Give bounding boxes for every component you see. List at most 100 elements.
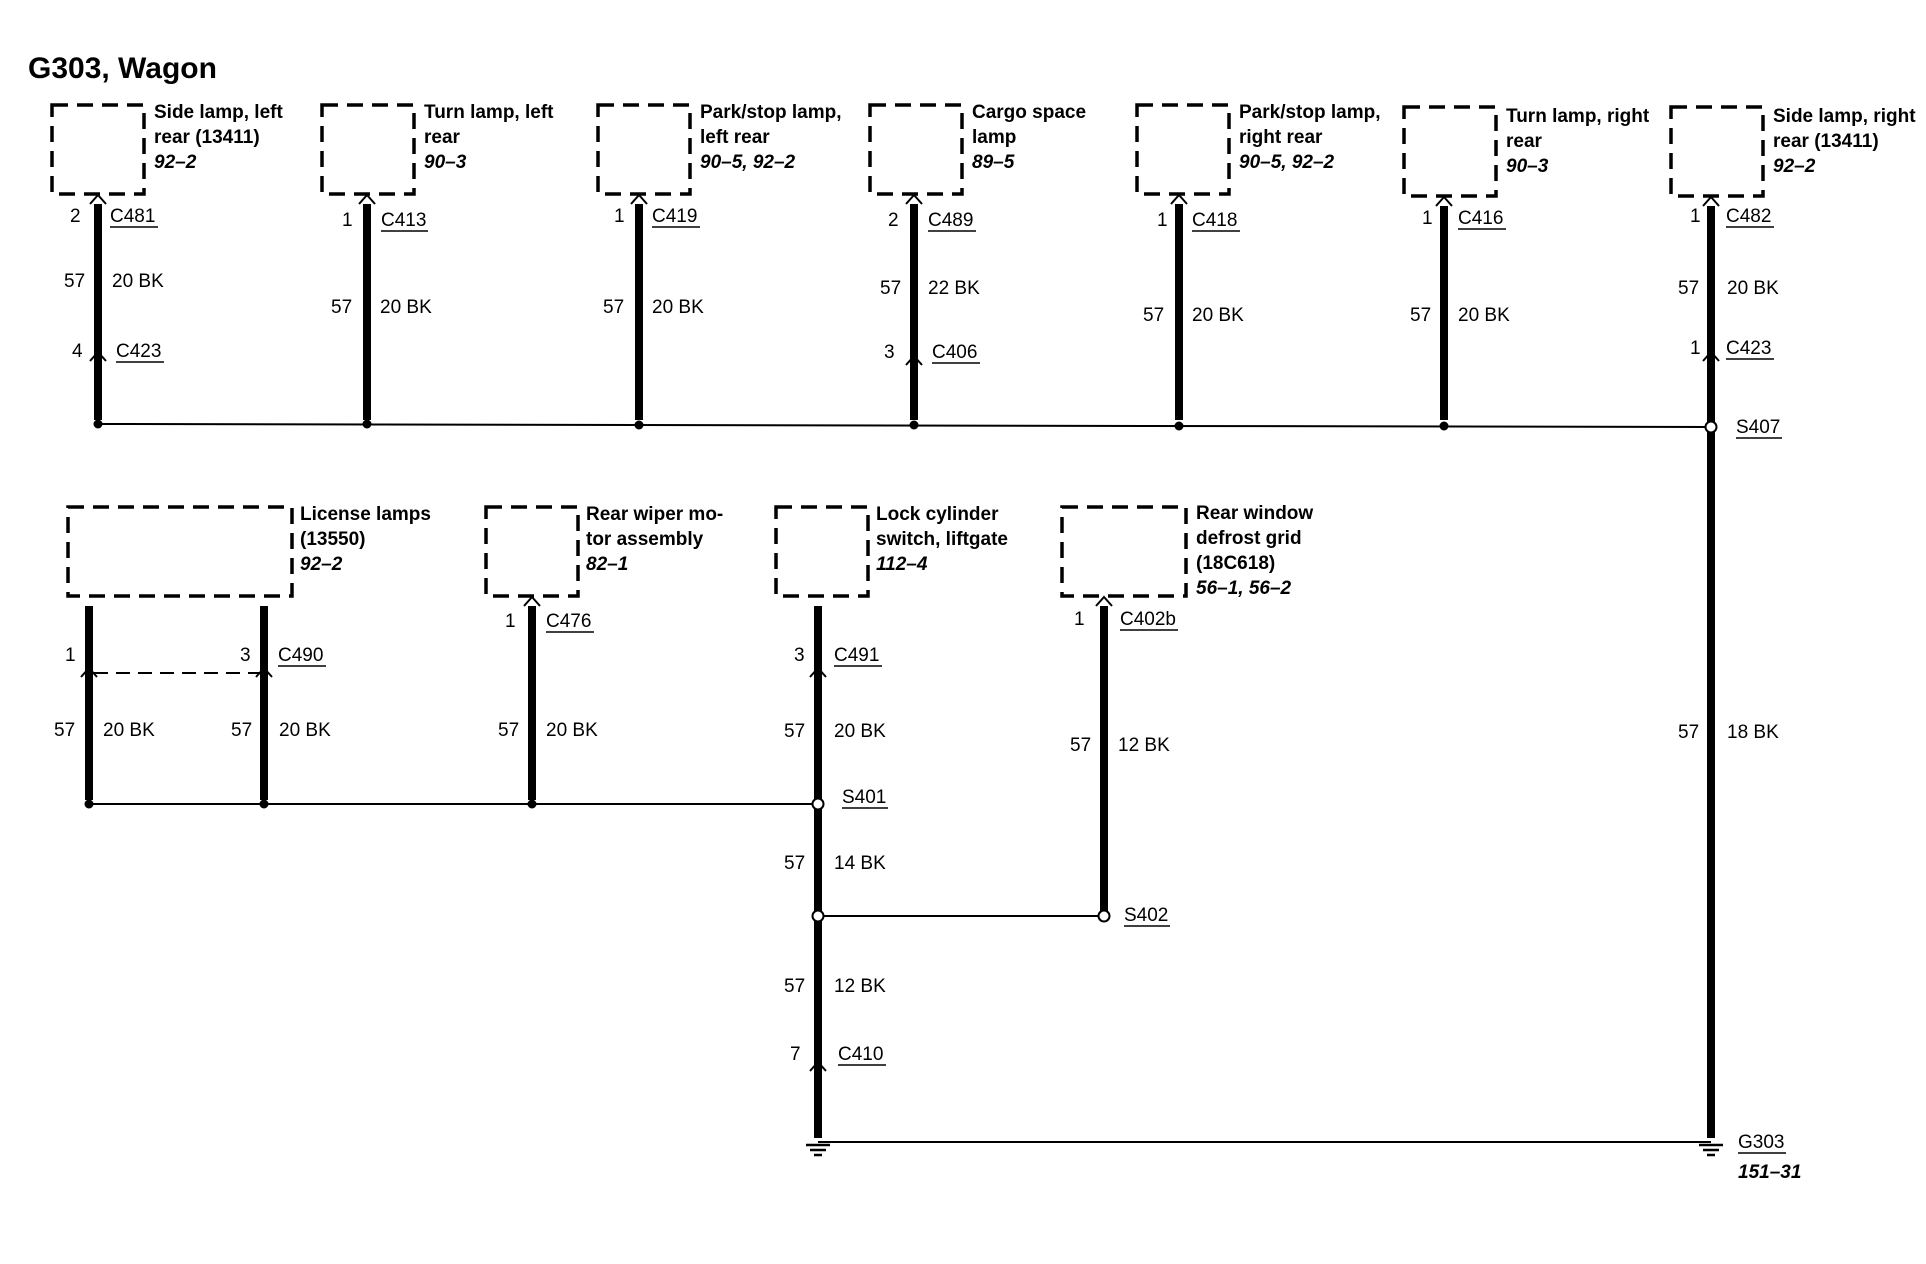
pin-number: 1 [1690,338,1701,359]
component-park-stop-lamp-left-rear: Park/stop lamp, left rear 90–5, 92–2 [596,102,842,196]
wire-circuit: 57 [1678,722,1699,743]
component-cargo-space-lamp: Cargo space lamp 89–5 [868,102,1086,196]
component-ref: 90–3 [424,152,467,173]
pin-number: 2 [70,206,81,227]
connector-label: C490 [278,645,323,666]
component-box [774,505,870,598]
component-box [66,505,294,598]
junction-dot [93,419,103,429]
pin-number: 3 [884,342,895,363]
component-side-lamp-left-rear: Side lamp, left rear (13411) 92–2 [50,102,283,196]
connector-label: C491 [834,645,879,666]
wire-circuit: 57 [784,853,805,874]
pin-number: 1 [614,206,625,227]
ground-ref: 151–31 [1738,1162,1801,1183]
wire-circuit: 57 [1678,278,1699,299]
junction-dot [84,799,94,809]
component-box [596,103,692,196]
ground-icon [806,1143,830,1157]
wire-gauge: 20 BK [546,720,598,741]
component-label-line: left rear [700,127,770,148]
wire-circuit: 57 [603,297,624,318]
connector-label: C481 [110,206,155,227]
pin-number: 1 [1422,208,1433,229]
connector-label: C416 [1458,208,1503,229]
component-rear-window-defrost-grid: Rear window defrost grid (18C618) 56–1, … [1060,503,1313,599]
component-license-lamps: License lamps (13550) 92–2 [66,504,431,598]
wire-gauge: 12 BK [834,976,886,997]
splice-dot [811,909,825,923]
wire-gauge: 20 BK [380,297,432,318]
pin-number: 3 [794,645,805,666]
connector-pin-icon [1702,195,1720,207]
component-label-line: tor assembly [586,529,704,550]
pin-number: 1 [342,210,353,231]
component-ref: 90–3 [1506,156,1549,177]
component-box [1060,505,1188,598]
ground-label: G303 [1738,1132,1784,1153]
connector-pin-icon [1435,195,1453,207]
connector-pin-icon [630,193,648,205]
component-ref: 92–2 [1773,156,1816,177]
pin-number: 4 [72,341,83,362]
component-box [1135,103,1231,196]
component-box [50,103,146,196]
wire-circuit: 57 [1410,305,1431,326]
connector-pin-icon [89,193,107,205]
component-ref: 56–1, 56–2 [1196,578,1292,599]
wire-gauge: 20 BK [1192,305,1244,326]
wire-circuit: 57 [331,297,352,318]
wire-circuit: 57 [784,976,805,997]
component-label-line: rear [1506,131,1543,152]
component-label-line: rear (13411) [154,127,260,148]
component-label-line: Cargo space [972,102,1086,123]
wire-circuit: 57 [231,720,252,741]
splice-dot [1097,909,1111,923]
component-box [320,103,416,196]
wire-gauge: 20 BK [112,271,164,292]
connector-label: C476 [546,611,591,632]
component-label-line: Lock cylinder [876,504,999,525]
connector-label: C423 [1726,338,1771,359]
pin-number: 1 [65,645,76,666]
pin-number: 7 [790,1044,801,1065]
component-label-line: switch, liftgate [876,529,1008,550]
component-side-lamp-right-rear: Side lamp, right rear (13411) 92–2 [1669,105,1916,198]
component-ref: 92–2 [154,152,197,173]
pin-number: 1 [1074,609,1085,630]
component-label-line: lamp [972,127,1016,148]
component-label-line: Turn lamp, left [424,102,554,123]
component-lock-cylinder-switch: Lock cylinder switch, liftgate 112–4 [774,504,1008,598]
junction-dot [362,419,372,429]
component-ref: 90–5, 92–2 [1239,152,1335,173]
component-ref: 89–5 [972,152,1015,173]
component-label-line: (13550) [300,529,366,550]
wire-circuit: 57 [784,721,805,742]
component-label-line: License lamps [300,504,431,525]
wire-circuit: 57 [880,278,901,299]
component-label-line: Park/stop lamp, [1239,102,1381,123]
component-label-line: (18C618) [1196,553,1275,574]
connector-pin-icon [1702,350,1720,362]
page-title: G303, Wagon [28,52,217,85]
wire-gauge: 20 BK [1458,305,1510,326]
component-label-line: rear [424,127,461,148]
wire-circuit: 57 [1070,735,1091,756]
connector-pin-icon [809,1060,827,1072]
connector-label: C482 [1726,206,1771,227]
component-box [868,103,964,196]
connector-label: C413 [381,210,426,231]
splice-label: S401 [842,787,886,808]
component-label-line: Park/stop lamp, [700,102,842,123]
connector-label: C418 [1192,210,1237,231]
connector-pin-icon [358,193,376,205]
junction-dot [634,420,644,430]
pin-number: 1 [1690,206,1701,227]
component-park-stop-lamp-right-rear: Park/stop lamp, right rear 90–5, 92–2 [1135,102,1381,196]
component-label-line: Turn lamp, right [1506,106,1650,127]
wire-gauge: 20 BK [652,297,704,318]
connector-pin-icon [809,666,827,678]
wire-circuit: 57 [64,271,85,292]
wire-gauge: 18 BK [1727,722,1779,743]
